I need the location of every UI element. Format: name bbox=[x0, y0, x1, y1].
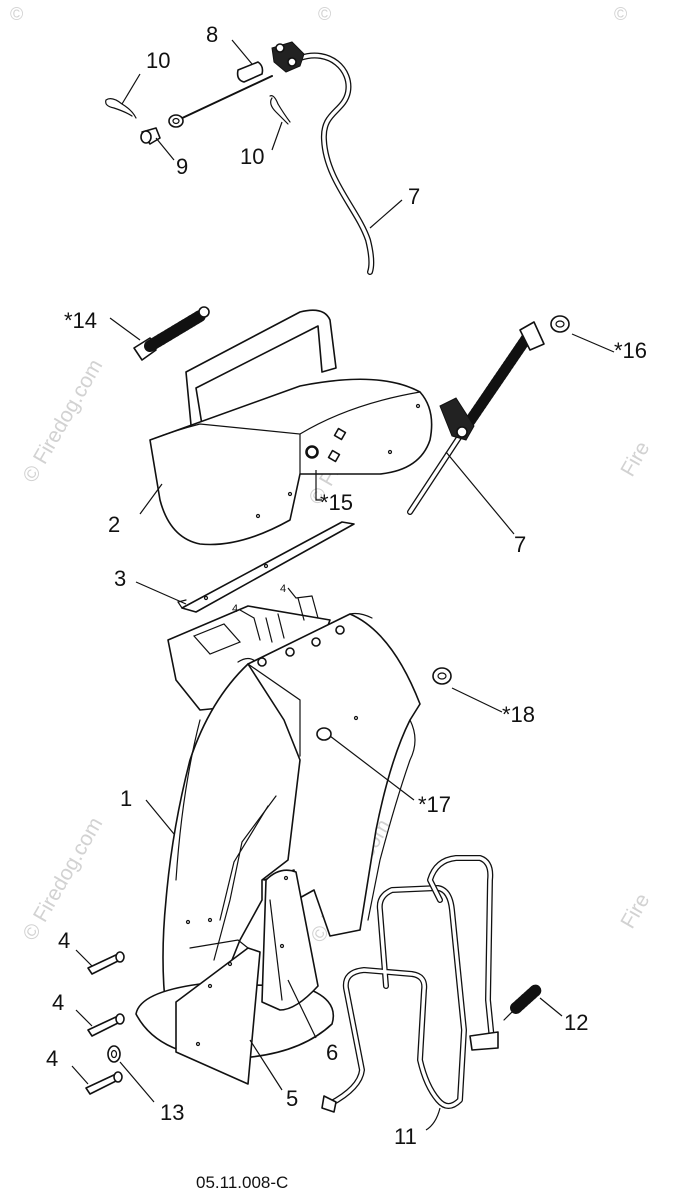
clip-part-10-left bbox=[105, 98, 137, 119]
callout-4-small-right: 4 bbox=[280, 583, 286, 595]
watermark-top-right-copyright: © bbox=[614, 4, 627, 24]
cable-part-7-lower bbox=[407, 321, 545, 535]
watermark-left: © Firedog.com bbox=[18, 355, 107, 486]
watermark-top-left-copyright: © bbox=[10, 4, 23, 24]
callout-4-lower: 4 bbox=[46, 1046, 58, 1071]
callout-9: 9 bbox=[176, 154, 188, 179]
clip-part-10-right bbox=[269, 95, 291, 125]
callout-3: 3 bbox=[114, 566, 126, 591]
callout-labels: 10 8 9 10 7 *14 *16 2 *15 7 3 4 4 *18 1 … bbox=[46, 22, 647, 1149]
callout-4-upper: 4 bbox=[58, 928, 70, 953]
washer-part-13 bbox=[107, 1045, 155, 1103]
callout-15: *15 bbox=[320, 490, 353, 515]
callout-4-middle: 4 bbox=[52, 990, 64, 1015]
pin-part-8 bbox=[236, 61, 264, 83]
chute-deflector-part-2 bbox=[139, 309, 433, 546]
callout-10-top-right: 10 bbox=[240, 144, 264, 169]
callout-7-top: 7 bbox=[408, 184, 420, 209]
callout-2: 2 bbox=[108, 512, 120, 537]
pin-part-15 bbox=[306, 446, 322, 501]
callout-13: 13 bbox=[160, 1100, 184, 1125]
spring-part-14 bbox=[109, 306, 210, 361]
callout-12: 12 bbox=[564, 1010, 588, 1035]
callout-14: *14 bbox=[64, 308, 97, 333]
watermark-right-mid: Fire bbox=[616, 438, 654, 481]
callout-17: *17 bbox=[418, 792, 451, 817]
small-rivets-top bbox=[239, 587, 319, 643]
plate-part-3 bbox=[135, 521, 355, 613]
watermark-right-low: Fire bbox=[616, 890, 654, 933]
crank-rod-part-11 bbox=[321, 855, 499, 1131]
callout-8: 8 bbox=[206, 22, 218, 47]
callout-4-small-left: 4 bbox=[232, 603, 238, 615]
control-cable-assembly bbox=[105, 39, 403, 275]
callout-10-top-left: 10 bbox=[146, 48, 170, 73]
nut-part-16 bbox=[550, 315, 615, 353]
drawing-code: 05.11.008-C bbox=[196, 1173, 288, 1192]
nut-part-18 bbox=[432, 667, 503, 713]
callout-11: 11 bbox=[394, 1124, 417, 1149]
watermark-top-center-copyright: © bbox=[318, 4, 331, 24]
callout-5: 5 bbox=[286, 1086, 298, 1111]
watermark-left-low: © Firedog.com bbox=[18, 813, 107, 944]
callout-1: 1 bbox=[120, 786, 132, 811]
callout-6: 6 bbox=[326, 1040, 338, 1065]
callout-18: *18 bbox=[502, 702, 535, 727]
chute-part-1 bbox=[135, 605, 421, 1091]
knob-part-12 bbox=[503, 984, 563, 1021]
callout-16: *16 bbox=[614, 338, 647, 363]
cable-part-7-top bbox=[297, 52, 375, 275]
callout-7-lower: 7 bbox=[514, 532, 526, 557]
rivets-part-4 bbox=[71, 949, 125, 1095]
